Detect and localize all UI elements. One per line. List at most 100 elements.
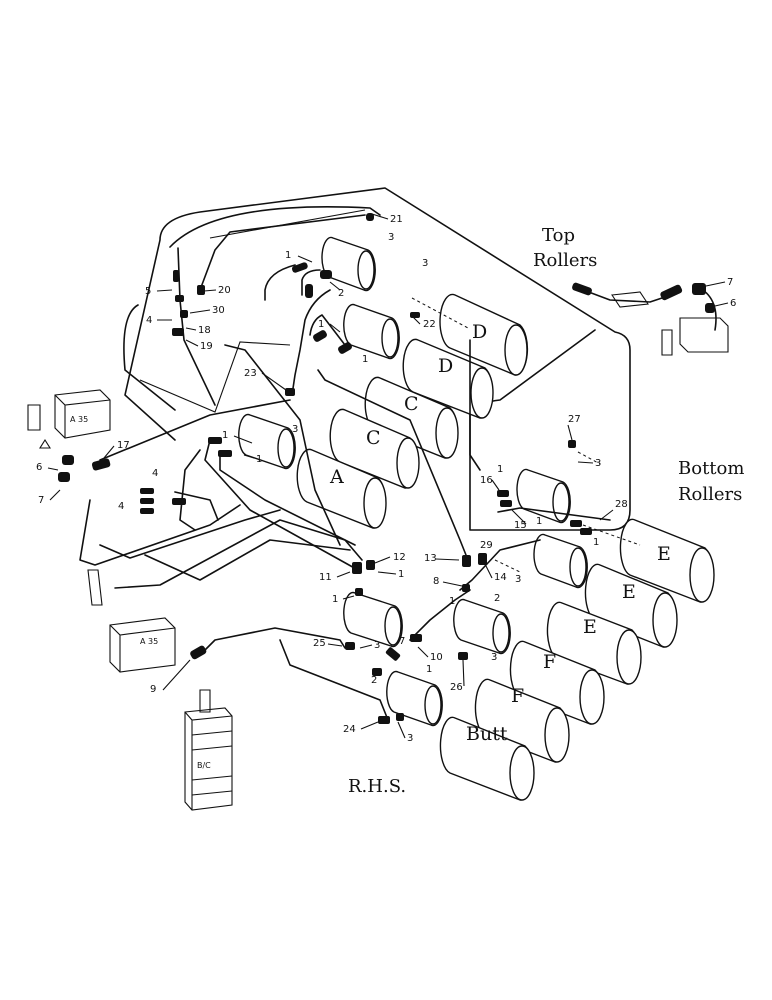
callout-19: 19 (200, 341, 213, 352)
callout-24: 24 (343, 724, 356, 735)
callout-1: 1 (426, 664, 432, 675)
callout-4: 4 (118, 501, 124, 512)
callout-18: 18 (198, 325, 211, 336)
roller-a-label: A (329, 466, 344, 488)
roller-f1-label: F (543, 651, 556, 673)
roller-e3-label: E (583, 616, 597, 638)
callout-6: 6 (730, 298, 736, 309)
callout-1: 1 (593, 537, 599, 548)
callout-28: 28 (615, 499, 628, 510)
callout-1: 1 (449, 596, 455, 607)
roller-d2-label: D (438, 355, 453, 377)
top-rollers-heading-1: Top (542, 225, 575, 246)
callout-3: 3 (407, 733, 413, 744)
callout-27: 27 (568, 414, 581, 425)
callout-15: 15 (514, 520, 527, 531)
callout-6: 6 (36, 462, 42, 473)
callout-30: 30 (212, 305, 225, 316)
roller-butt: Butt (439, 716, 535, 801)
top-right-valve (611, 291, 729, 356)
callout-1: 1 (222, 430, 228, 441)
callout-2: 2 (371, 675, 377, 686)
callout-25: 25 (313, 638, 326, 649)
motor-top-2 (343, 303, 400, 360)
callout-2: 2 (494, 593, 500, 604)
callout-1: 1 (398, 569, 404, 580)
callout-26: 26 (450, 682, 463, 693)
callout-14: 14 (494, 572, 507, 583)
motor-bottom-2 (533, 533, 588, 589)
hose-fittings (58, 213, 715, 724)
callout-numbers: 21 3 1 2 3 5 20 30 4 18 19 1 22 1 7 6 23… (36, 214, 736, 744)
roller-e2: E (584, 563, 678, 648)
callout-3: 3 (491, 652, 497, 663)
callout-12: 12 (393, 552, 406, 563)
callout-3: 3 (515, 574, 521, 585)
callout-22: 22 (423, 319, 436, 330)
callout-3: 3 (374, 640, 380, 651)
valve-left-label: A 35 (70, 415, 88, 424)
roller-f1: F (509, 640, 605, 725)
bottom-rollers-heading-1: Bottom (678, 458, 744, 479)
valve-lower-label: A 35 (140, 637, 158, 646)
callout-8: 8 (433, 576, 439, 587)
motor-a (238, 413, 296, 470)
roller-c1-label: C (404, 393, 419, 415)
callout-29: 29 (480, 540, 493, 551)
leader-lines (411, 297, 641, 573)
callout-23: 23 (244, 368, 257, 379)
callout-13: 13 (424, 553, 437, 564)
callout-1: 1 (318, 319, 324, 330)
callout-17: 17 (117, 440, 130, 451)
valve-block-lower: A 35 (87, 569, 176, 673)
hose-network (79, 206, 717, 721)
callout-5: 5 (145, 286, 151, 297)
callout-3: 3 (422, 258, 428, 269)
callout-2: 2 (338, 288, 344, 299)
side-label: R.H.S. (348, 776, 406, 797)
roller-c2: C (329, 408, 420, 489)
callout-1: 1 (362, 354, 368, 365)
callout-7: 7 (399, 636, 405, 647)
motor-mid-2 (453, 598, 511, 655)
roller-c1: C (364, 376, 459, 459)
roller-d1: D (439, 293, 529, 376)
roller-e1-label: E (657, 543, 671, 565)
callout-10: 10 (430, 652, 443, 663)
callout-9: 9 (150, 684, 156, 695)
roller-d1-label: D (472, 321, 487, 343)
callout-4: 4 (146, 315, 152, 326)
motor-bottom-1 (516, 468, 571, 524)
top-roller-frame (124, 187, 631, 531)
callout-1: 1 (332, 594, 338, 605)
callout-1: 1 (256, 454, 262, 465)
callout-4: 4 (152, 468, 158, 479)
callout-3: 3 (595, 458, 601, 469)
top-rollers-heading-2: Rollers (533, 250, 597, 271)
callout-1: 1 (497, 464, 503, 475)
roller-f2-label: F (511, 685, 524, 707)
callout-7: 7 (38, 495, 44, 506)
callout-leaders (47, 213, 729, 739)
motor-top-1 (321, 236, 376, 292)
control-block: B/C (184, 689, 233, 811)
roller-e2-label: E (622, 581, 636, 603)
callout-16: 16 (480, 475, 493, 486)
callout-11: 11 (319, 572, 332, 583)
control-block-label: B/C (197, 761, 211, 770)
roller-a: A (296, 448, 387, 529)
bottom-rollers-heading-2: Rollers (678, 484, 742, 505)
callout-21: 21 (390, 214, 403, 225)
motor-butt (386, 670, 443, 727)
callout-20: 20 (218, 285, 231, 296)
callout-3: 3 (292, 424, 298, 435)
callout-1: 1 (536, 516, 542, 527)
callout-3: 3 (388, 232, 394, 243)
callout-7: 7 (727, 277, 733, 288)
roller-c2-label: C (366, 427, 381, 449)
motor-mid-1 (343, 591, 403, 648)
valve-block-left: A 35 (27, 389, 111, 449)
roller-butt-label: Butt (466, 723, 508, 745)
